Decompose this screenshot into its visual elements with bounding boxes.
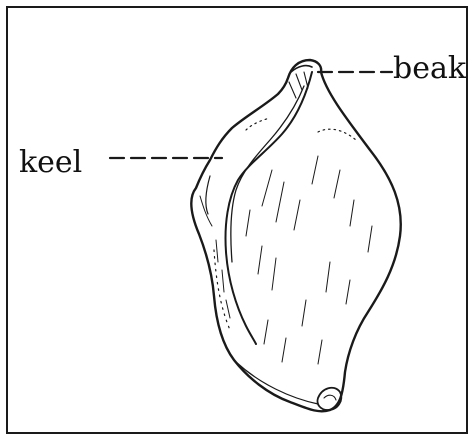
hatch-14: [264, 320, 268, 344]
hatch-8: [334, 170, 340, 198]
hatch-15: [282, 338, 286, 362]
margin-shade-1: [206, 176, 210, 214]
hatch-4: [258, 246, 262, 274]
shoulder-dots: [318, 129, 356, 140]
hatch-7: [312, 156, 318, 184]
hatch-3: [246, 210, 250, 236]
hatch-12: [346, 280, 350, 304]
hatch-16: [318, 340, 322, 364]
beak-label: beak: [393, 54, 466, 84]
beak-hatch-3: [289, 82, 296, 98]
keel-ridge: [226, 72, 313, 344]
hatch-10: [368, 226, 372, 252]
beak-hatch-1: [296, 74, 302, 90]
keel-label: keel: [19, 148, 82, 178]
hatch-2: [276, 182, 284, 222]
hatch-9: [350, 200, 354, 226]
margin-shade-5: [226, 300, 230, 318]
edge-dots: [246, 118, 270, 130]
hatch-5: [272, 258, 276, 290]
basal-knob: [317, 388, 341, 410]
margin-shade-4: [222, 270, 224, 292]
basal-knob-inner: [324, 395, 336, 400]
margin-shade-3: [216, 240, 218, 262]
hatch-6: [294, 200, 300, 230]
hatch-13: [302, 300, 306, 326]
hatch-11: [326, 262, 330, 292]
hatch-1: [262, 170, 272, 206]
